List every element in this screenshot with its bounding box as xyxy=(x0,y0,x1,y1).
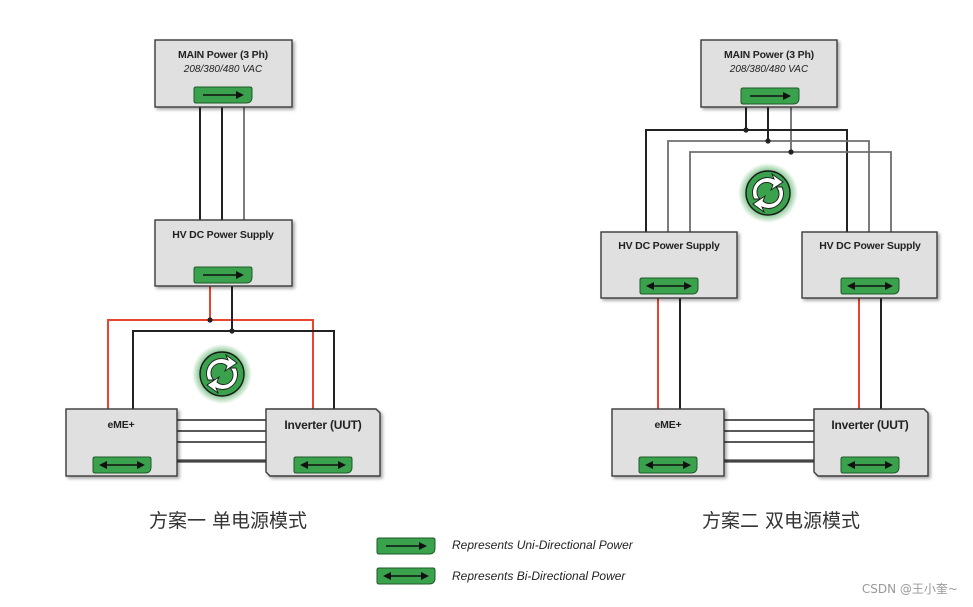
uni-directional-arrow-icon xyxy=(740,87,800,105)
inverter-title: Inverter (UUT) xyxy=(831,418,908,432)
wires-hvdc-to-loads xyxy=(657,298,882,409)
recycle-icon xyxy=(191,343,253,405)
diagram-dual-supply: MAIN Power (3 Ph) 208/380/480 VAC HV DC … xyxy=(600,39,938,532)
wires-eme-to-inverter xyxy=(177,419,266,463)
bi-directional-arrow-icon xyxy=(840,277,900,295)
diagram-single-supply: MAIN Power (3 Ph) 208/380/480 VAC HV DC … xyxy=(65,39,381,532)
bi-directional-arrow-icon xyxy=(840,456,900,474)
recycle-icon xyxy=(737,162,799,224)
inverter-box: Inverter (UUT) xyxy=(265,408,381,477)
wires-main-to-hvdc xyxy=(199,107,245,220)
main-power-title: MAIN Power (3 Ph) xyxy=(178,49,268,61)
main-power-box: MAIN Power (3 Ph) 208/380/480 VAC xyxy=(700,39,838,108)
wires-eme-to-inverter xyxy=(724,419,814,463)
bi-directional-arrow-icon xyxy=(92,456,152,474)
hv-dc-title: HV DC Power Supply xyxy=(819,240,921,252)
bi-directional-arrow-icon xyxy=(376,567,436,585)
hv-dc-power-supply-box: HV DC Power Supply xyxy=(154,219,293,287)
eme-title: eME+ xyxy=(108,419,135,431)
caption-single-supply: 方案一 单电源模式 xyxy=(149,510,307,532)
legend: Represents Uni-Directional Power Represe… xyxy=(376,537,634,585)
bi-directional-arrow-icon xyxy=(638,456,698,474)
caption-dual-supply: 方案二 双电源模式 xyxy=(702,510,860,532)
wires-hvdc-bus xyxy=(107,286,335,409)
legend-item-uni: Represents Uni-Directional Power xyxy=(376,537,634,555)
main-power-voltage: 208/380/480 VAC xyxy=(729,64,809,75)
main-power-title: MAIN Power (3 Ph) xyxy=(724,49,814,61)
bi-directional-arrow-icon xyxy=(293,456,353,474)
legend-label-uni: Represents Uni-Directional Power xyxy=(452,538,634,552)
uni-directional-arrow-icon xyxy=(193,86,253,104)
uni-directional-arrow-icon xyxy=(193,266,253,284)
hv-dc-power-supply-box-left: HV DC Power Supply xyxy=(600,231,738,299)
eme-box: eME+ xyxy=(611,408,725,477)
hv-dc-title: HV DC Power Supply xyxy=(618,240,720,252)
main-power-voltage: 208/380/480 VAC xyxy=(183,64,263,75)
inverter-box: Inverter (UUT) xyxy=(813,408,929,477)
wires-main-to-hvdc xyxy=(645,107,892,232)
eme-box: eME+ xyxy=(65,408,178,477)
legend-label-bi: Represents Bi-Directional Power xyxy=(452,569,626,583)
hv-dc-title: HV DC Power Supply xyxy=(172,229,274,241)
uni-directional-arrow-icon xyxy=(376,537,436,555)
bi-directional-arrow-icon xyxy=(639,277,699,295)
eme-title: eME+ xyxy=(655,419,682,431)
watermark: CSDN @王小奎~ xyxy=(862,581,958,596)
inverter-title: Inverter (UUT) xyxy=(284,418,361,432)
main-power-box: MAIN Power (3 Ph) 208/380/480 VAC xyxy=(154,39,293,108)
legend-item-bi: Represents Bi-Directional Power xyxy=(376,567,626,585)
hv-dc-power-supply-box-right: HV DC Power Supply xyxy=(801,231,938,299)
